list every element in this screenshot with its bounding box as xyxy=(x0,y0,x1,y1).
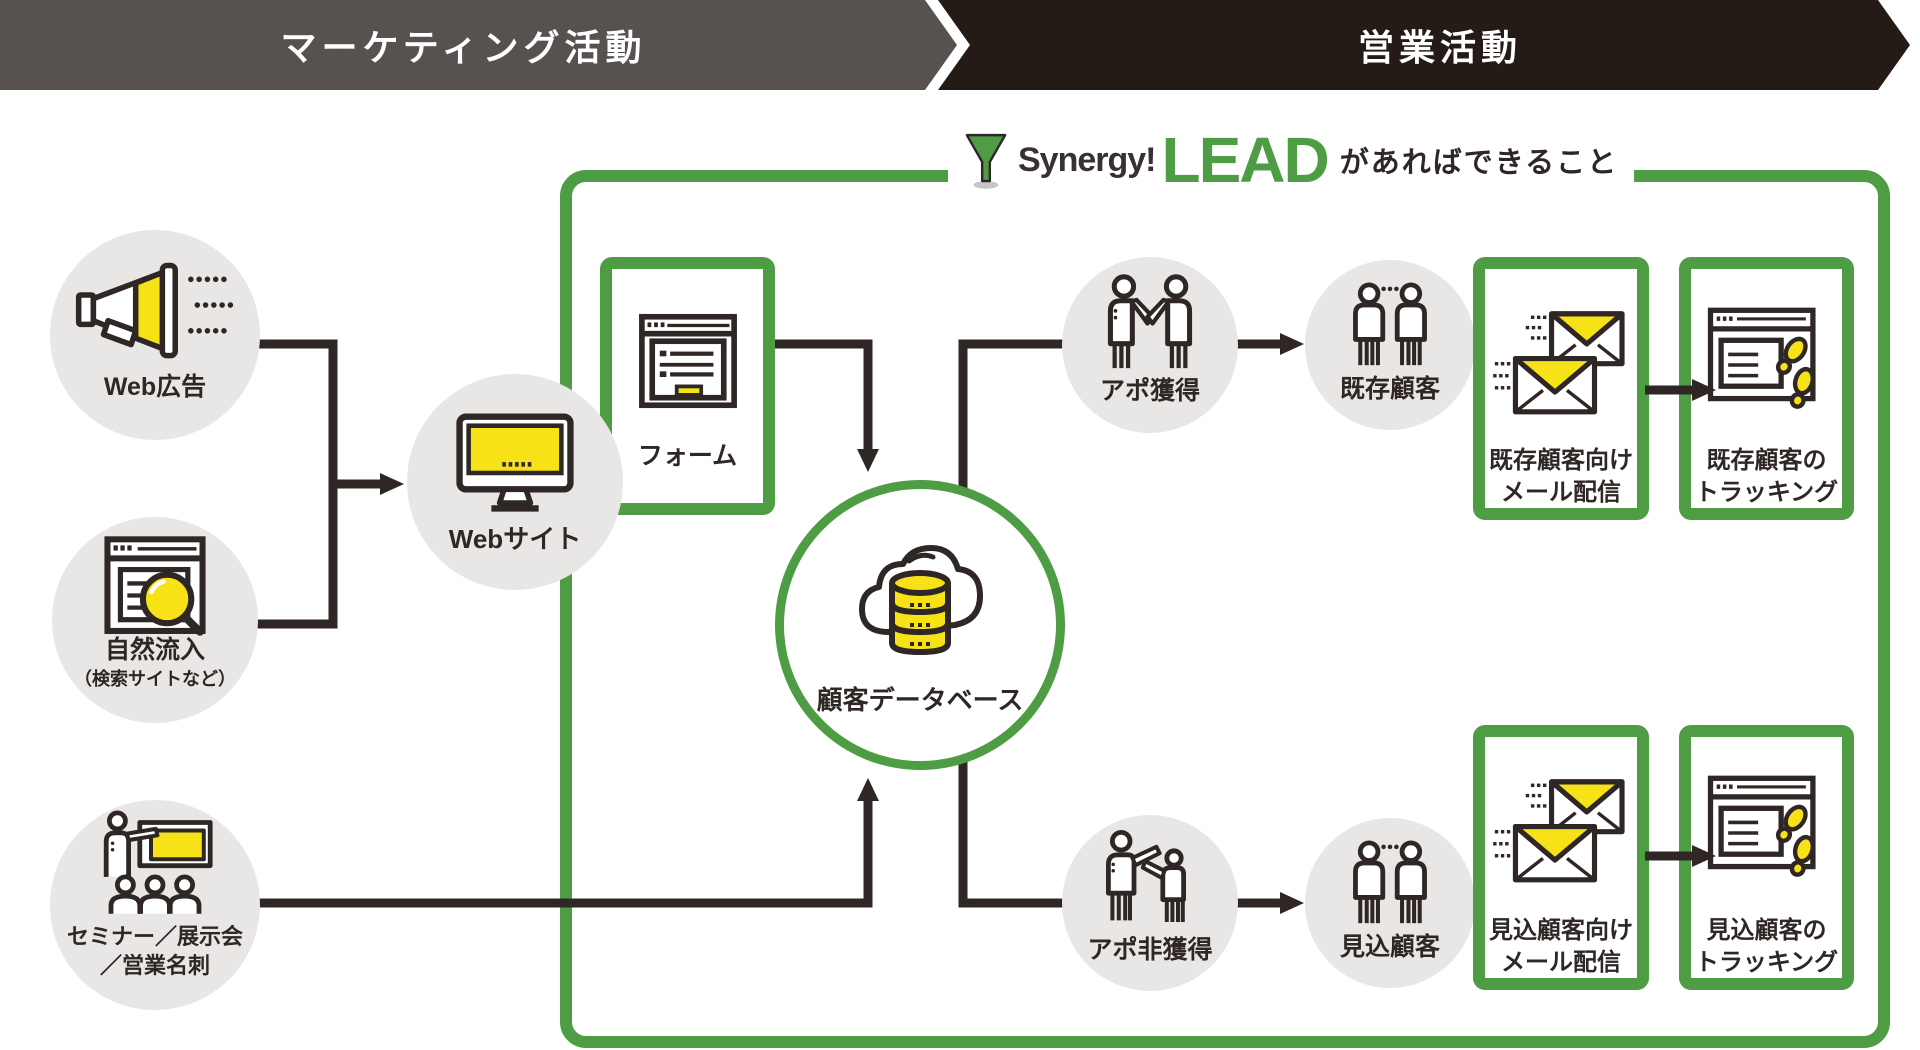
envelopes-icon xyxy=(1493,307,1629,417)
node-prospects-label: 見込顧客 xyxy=(1339,933,1440,961)
synergy-lead-logo: Synergy! LEAD があればできること xyxy=(948,118,1635,202)
node-website-label: Webサイト xyxy=(448,524,582,554)
node-appointment-won: アポ獲得 xyxy=(1062,257,1238,433)
node-prospects: 見込顧客 xyxy=(1305,818,1475,988)
node-seminar-label-1: セミナー／展示会 xyxy=(66,924,243,949)
banner-marketing-phase: マーケティング活動 xyxy=(0,0,957,90)
presenter-audience-icon xyxy=(95,808,215,917)
node-organic-inflow: 自然流入 （検索サイトなど） xyxy=(52,517,258,723)
node-web-ad-label: Web広告 xyxy=(103,373,207,401)
node-database-label: 顧客データベース xyxy=(816,685,1024,715)
node-appointment-lost-label: アポ非獲得 xyxy=(1087,936,1213,964)
cloud-database-icon xyxy=(845,533,995,673)
banner-marketing-label: マーケティング活動 xyxy=(280,27,647,68)
box-tracking-prospects-line1: 見込顧客の xyxy=(1706,917,1827,944)
megaphone-icon xyxy=(75,260,235,363)
box-tracking-prospects-line2: トラッキング xyxy=(1694,949,1839,976)
box-mail-existing: 既存顧客向け メール配信 xyxy=(1473,257,1649,520)
box-tracking-existing-line2: トラッキング xyxy=(1694,479,1839,506)
node-appointment-won-label: アポ獲得 xyxy=(1099,377,1200,405)
banner-sales-label: 営業活動 xyxy=(1357,27,1522,68)
funnel-icon xyxy=(964,130,1008,190)
node-website: Webサイト xyxy=(407,374,623,590)
tracking-footprints-icon xyxy=(1705,305,1829,418)
node-existing-customers-label: 既存顧客 xyxy=(1339,375,1440,403)
two-people-icon xyxy=(1337,838,1443,928)
tracking-footprints-icon xyxy=(1705,773,1829,886)
box-mail-prospects-line1: 見込顧客向け xyxy=(1489,917,1633,944)
box-mail-existing-line2: メール配信 xyxy=(1501,479,1621,506)
box-tracking-prospects: 見込顧客の トラッキング xyxy=(1679,725,1854,990)
box-tracking-existing-line1: 既存顧客の xyxy=(1706,447,1827,474)
node-organic-label: 自然流入 xyxy=(104,636,205,664)
node-seminar-label-2: ／営業名刺 xyxy=(99,953,210,978)
node-organic-sublabel: （検索サイトなど） xyxy=(74,669,236,689)
envelopes-icon xyxy=(1493,775,1629,885)
handshake-people-icon xyxy=(1091,273,1209,374)
node-form: フォーム xyxy=(600,257,775,515)
parting-people-icon xyxy=(1094,829,1206,927)
node-seminar: セミナー／展示会 ／営業名刺 xyxy=(50,800,260,1010)
node-existing-customers: 既存顧客 xyxy=(1305,260,1475,430)
bracket-sources-to-website xyxy=(252,339,338,629)
box-tracking-existing: 既存顧客の トラッキング xyxy=(1679,257,1854,520)
arrowhead-website xyxy=(380,473,404,495)
node-appointment-lost: アポ非獲得 xyxy=(1062,815,1238,991)
banner-sales-phase: 営業活動 xyxy=(938,0,1910,90)
logo-suffix-text: があればできること xyxy=(1339,147,1619,179)
node-form-label: フォーム xyxy=(637,442,738,470)
logo-brand-text: Synergy! xyxy=(1018,140,1156,179)
monitor-icon xyxy=(455,412,575,514)
logo-product-text: LEAD xyxy=(1161,124,1330,196)
two-people-icon xyxy=(1337,280,1443,370)
box-mail-prospects: 見込顧客向け メール配信 xyxy=(1473,725,1649,990)
box-mail-existing-line1: 既存顧客向け xyxy=(1489,447,1633,474)
browser-search-icon xyxy=(103,535,207,637)
box-mail-prospects-line2: メール配信 xyxy=(1501,949,1621,976)
form-window-icon xyxy=(638,313,738,409)
node-customer-database: 顧客データベース xyxy=(775,480,1065,770)
node-web-ad: Web広告 xyxy=(50,230,260,440)
